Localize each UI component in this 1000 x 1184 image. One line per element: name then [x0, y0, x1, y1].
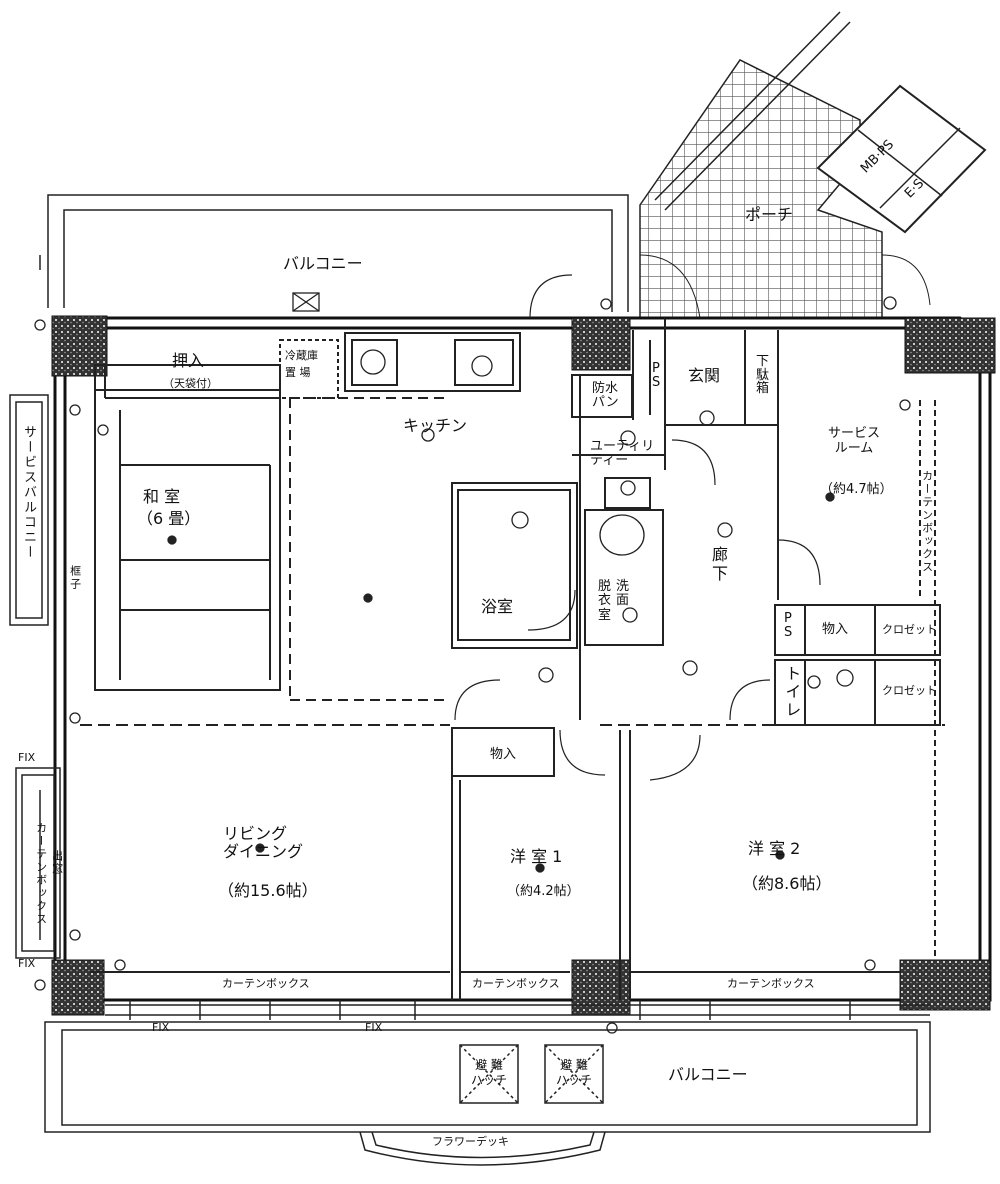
yoshitsu1-size: （約4.2帖）: [507, 884, 580, 899]
balcony-top-label: バルコニー: [283, 254, 363, 273]
kitchen-label: キッチン: [403, 416, 468, 435]
curtain-box-bottom-1: カーテンボックス: [222, 977, 310, 990]
demado-label: 出窓: [50, 850, 64, 876]
geta-bako-label: 下 駄 箱: [756, 354, 770, 397]
bottom-windows: [105, 1000, 930, 1020]
fix-label-3: FIX: [152, 1021, 170, 1034]
roka-label: 廊 下: [712, 545, 729, 584]
washitsu-label: 和 室: [143, 487, 181, 506]
fixture-symbols: [34, 292, 911, 1034]
structural-columns: [51, 315, 996, 1016]
senmen-label: 洗 面: [616, 579, 630, 609]
bay-window: [15, 767, 61, 959]
fix-label-4: FIX: [365, 1021, 383, 1034]
service-balcony-label: サービスバルコニー: [20, 425, 36, 560]
toilet-label: トイレ: [782, 665, 802, 719]
curtain-box-left-label: カーテンボックス: [34, 822, 48, 926]
flower-deck-label: フラワーデッキ: [432, 1135, 509, 1148]
datsui-label: 脱 衣 室: [598, 579, 612, 623]
fix-label-2: FIX: [18, 957, 36, 970]
balcony-bottom-label: バルコニー: [668, 1065, 748, 1084]
yoshitsu2-label: 洋 室 2: [748, 839, 801, 858]
service-room-label: サービス ルーム: [828, 426, 881, 456]
living-label: リビング ダイニング: [223, 824, 304, 862]
monoire-right-label: 物入: [822, 622, 849, 637]
service-room-size: （約4.7帖）: [820, 482, 893, 497]
escape-hatches: [459, 1044, 604, 1104]
porch-label: ポーチ: [745, 205, 794, 224]
curtain-box-bottom-2: カーテンボックス: [472, 977, 560, 990]
monoire-mid-label: 物入: [490, 747, 517, 762]
oshiire-label: 押入: [172, 351, 205, 370]
bohsui-pan-label: 防水 パン: [592, 381, 619, 411]
tokonoma-label: 框子: [68, 565, 82, 591]
closet-1-label: クロゼット: [882, 623, 937, 636]
fix-label-1: FIX: [18, 751, 36, 764]
fridge-label: 冷蔵庫 置 場: [285, 349, 318, 379]
bath-label: 浴室: [481, 597, 514, 616]
oshiire-note: （天袋付）: [163, 377, 218, 390]
yoshitsu1-label: 洋 室 1: [510, 847, 563, 866]
washitsu-size: （6 畳）: [137, 509, 201, 528]
ps-mid-label: P S: [784, 611, 793, 640]
escape-hatch-2-label: 避 難 ハッチ: [555, 1058, 592, 1087]
porch-area: [639, 11, 987, 319]
yoshitsu2-size: （約8.6帖）: [742, 874, 832, 893]
living-size: （約15.6帖）: [218, 881, 318, 900]
closet-2-label: クロゼット: [882, 684, 937, 697]
balcony-bottom-outline: [44, 1021, 931, 1166]
curtain-box-right-label: カーテンボックス: [920, 470, 934, 574]
genkan-label: 玄関: [688, 366, 721, 385]
curtain-box-bottom-3: カーテンボックス: [727, 977, 815, 990]
balcony-top-outline: [39, 194, 629, 312]
door-swings: [454, 274, 821, 781]
service-balcony-outline: [9, 394, 49, 626]
ps-top-label: P S: [652, 361, 661, 390]
utility-label: ユーティリ ティー: [590, 439, 655, 469]
escape-hatch-1-label: 避 難 ハッチ: [470, 1058, 507, 1087]
interior-walls: [80, 318, 945, 1000]
